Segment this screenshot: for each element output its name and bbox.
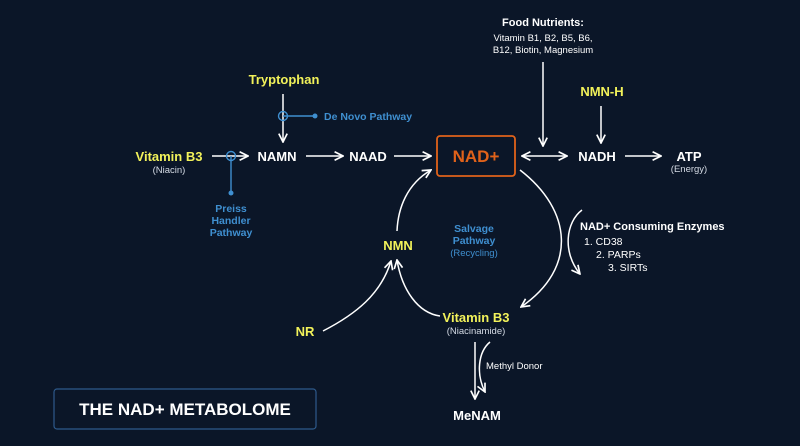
namn-label: NAMN [258, 149, 297, 164]
nmn-to-nad-arc [396, 170, 431, 232]
food-nutrients-title: Food Nutrients: [502, 17, 584, 29]
preiss-label-1: Preiss [215, 203, 247, 215]
enzyme-parps: 2. PARPs [596, 249, 641, 261]
preiss-label-2: Handler [211, 215, 250, 227]
naad-label: NAAD [349, 149, 387, 164]
vitamin-b3-niacin-sub: (Niacin) [153, 165, 186, 176]
nr-to-nmn-arc [322, 261, 391, 332]
salvage-label-1: Salvage [454, 223, 494, 235]
de-novo-pathway-label: De Novo Pathway [324, 111, 412, 123]
food-nutrients-line-1: Vitamin B1, B2, B5, B6, [493, 33, 592, 44]
de-novo-dot-icon [312, 113, 318, 119]
salvage-label-2: Pathway [453, 235, 496, 247]
nmn-label: NMN [383, 238, 413, 253]
vitamin-b3-to-nmn-arc [397, 260, 441, 317]
nad-label: NAD+ [453, 147, 500, 166]
nr-label: NR [296, 324, 315, 339]
nad-to-vitamin-b3-arc [520, 169, 563, 307]
methyl-donor-label: Methyl Donor [486, 361, 543, 372]
food-nutrients-line-2: B12, Biotin, Magnesium [493, 45, 593, 56]
atp-sub: (Energy) [671, 164, 707, 175]
preiss-dot-icon [228, 190, 234, 196]
methyl-donor-arrow [479, 341, 491, 392]
page-title: THE NAD+ METABOLOME [79, 400, 291, 419]
nadh-label: NADH [578, 149, 616, 164]
atp-label: ATP [676, 149, 701, 164]
enzyme-sirts: 3. SIRTs [608, 262, 648, 274]
nad-box [436, 135, 516, 177]
salvage-sub: (Recycling) [450, 248, 498, 259]
vitamin-b3-niacinamide-label: Vitamin B3 [443, 310, 510, 325]
tryptophan-label: Tryptophan [249, 72, 320, 87]
title-box [53, 388, 317, 430]
consuming-enzymes-title: NAD+ Consuming Enzymes [580, 221, 725, 233]
nmn-h-label: NMN-H [580, 84, 623, 99]
preiss-label-3: Pathway [210, 227, 253, 239]
enzyme-cd38: 1. CD38 [584, 236, 623, 248]
vitamin-b3-niacinamide-sub: (Niacinamide) [447, 326, 506, 337]
consuming-enzymes-arrow [567, 209, 583, 274]
vitamin-b3-niacin-label: Vitamin B3 [136, 149, 203, 164]
menam-label: MeNAM [453, 408, 501, 423]
